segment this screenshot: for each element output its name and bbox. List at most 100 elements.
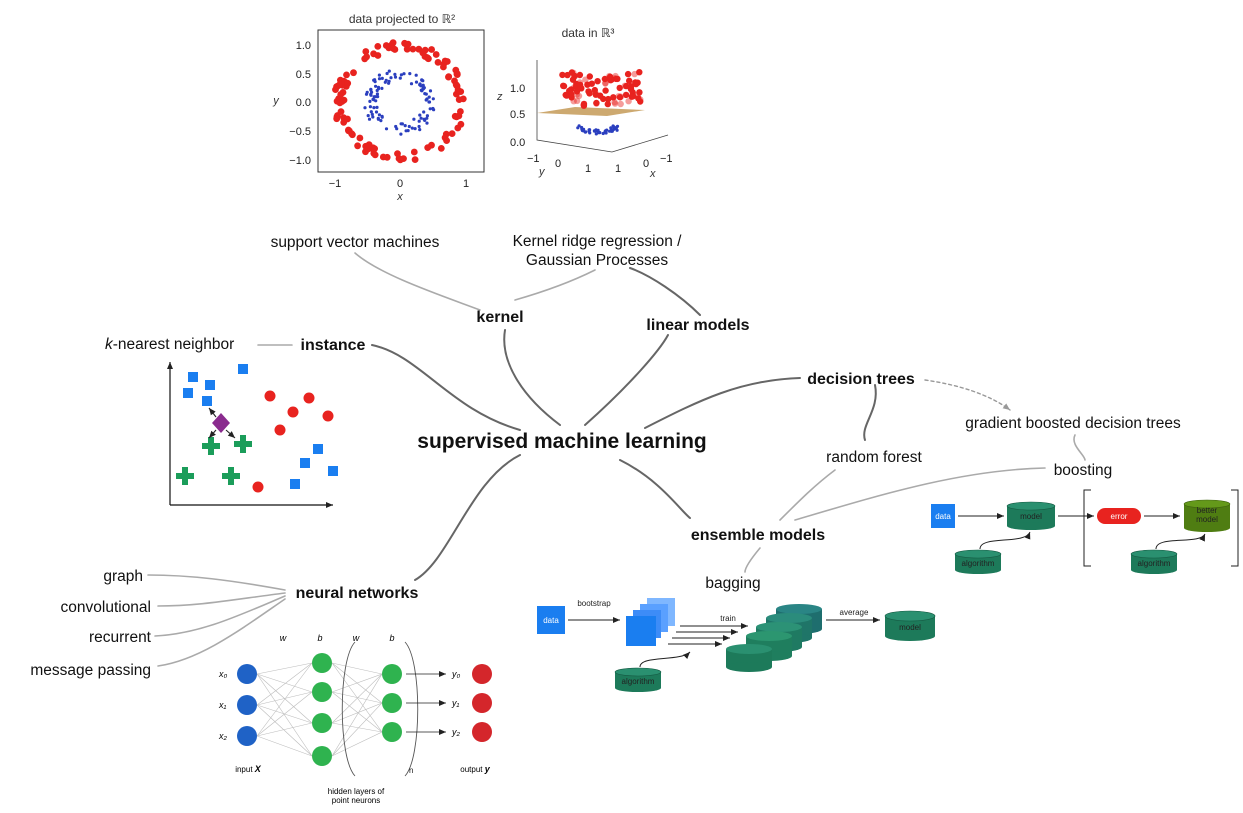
red-point: [383, 153, 391, 161]
leaf-bagging: bagging: [705, 575, 760, 592]
blue-point: [422, 110, 426, 114]
red-point: [337, 108, 345, 115]
leaf-boosting: boosting: [1054, 462, 1113, 479]
red-circle: [303, 392, 315, 404]
blue-point: [369, 110, 373, 114]
red-point: [602, 87, 609, 94]
blue-square: [205, 380, 215, 390]
red-point: [611, 75, 618, 82]
boost-bracket-right: [1231, 489, 1239, 567]
knn-query-point: [212, 413, 230, 433]
nn-edge: [331, 702, 383, 724]
red-point: [601, 75, 609, 83]
blue-point: [418, 113, 422, 117]
blue-point: [403, 124, 407, 128]
ytick: −1.0: [289, 155, 311, 167]
knn-green-plus: [176, 435, 252, 485]
blue-point: [370, 112, 374, 116]
red-point: [604, 100, 611, 108]
hidden-neuron: [382, 693, 402, 713]
red-point: [624, 70, 632, 78]
plot3d-zlabel: z: [496, 91, 503, 103]
hidden-neuron: [382, 664, 402, 684]
blue-point: [414, 73, 418, 77]
red-point: [576, 71, 584, 79]
blue-square: [300, 458, 310, 468]
red-point: [593, 99, 600, 107]
blue-point: [428, 89, 433, 93]
hidden-neuron: [312, 713, 332, 733]
blue-point: [398, 76, 402, 80]
connector-ensemble-rf: [779, 469, 836, 521]
btick: −1: [660, 153, 673, 165]
red-point: [636, 89, 643, 96]
red-point: [626, 77, 633, 85]
nn-w2: w: [353, 633, 360, 643]
connector-nn-conv: [157, 592, 286, 607]
ytick: 1.0: [296, 40, 311, 52]
blue-point: [374, 99, 378, 103]
red-point: [333, 115, 341, 123]
nn-edge: [256, 691, 313, 706]
blue-point: [363, 106, 367, 110]
bag-bootstrap-label: bootstrap: [577, 599, 611, 608]
blue-point: [384, 78, 388, 82]
red-point: [448, 130, 456, 138]
connector-nn-graph: [147, 574, 286, 591]
boost-better-model-cylinder: better model: [1183, 499, 1231, 532]
nn-edge: [331, 731, 383, 757]
nn-edge: [256, 662, 313, 675]
bag-algorithm-label: algorithm: [622, 677, 655, 686]
red-point: [424, 144, 432, 152]
blue-square: [202, 396, 212, 406]
blue-point: [380, 114, 384, 118]
red-point: [602, 79, 609, 87]
blue-point: [408, 72, 412, 76]
hidden-neuron: [312, 746, 332, 766]
red-point: [421, 46, 429, 54]
blue-point: [422, 86, 426, 90]
red-circle: [287, 406, 299, 418]
blue-point: [372, 95, 376, 99]
blue-point: [404, 129, 408, 133]
nn-edge: [331, 662, 383, 675]
leaf-knn: k-nearest neighbor: [105, 336, 234, 353]
input-neuron: [237, 695, 257, 715]
blue-point: [407, 124, 411, 129]
red-point: [432, 51, 440, 58]
blue-point: [615, 124, 620, 128]
nn-w1: w: [280, 633, 287, 643]
blue-point: [612, 125, 616, 129]
red-point: [389, 45, 397, 52]
blue-point: [431, 97, 435, 101]
red-point: [363, 53, 370, 61]
blue-point: [369, 87, 373, 91]
boost-data-box: [931, 504, 955, 528]
leaf-convolutional: convolutional: [61, 599, 151, 616]
red-point: [621, 82, 629, 90]
red-point: [434, 59, 442, 66]
red-point: [632, 79, 639, 86]
blue-point: [431, 106, 435, 111]
knn-rest: -nearest neighbor: [113, 336, 235, 353]
red-point: [615, 93, 622, 100]
knn-diagram: [167, 362, 338, 508]
leaf-message-passing: message passing: [30, 662, 151, 679]
red-point: [362, 48, 370, 55]
blue-point: [376, 85, 381, 89]
blue-point: [389, 76, 393, 80]
boost-data-label: data: [935, 512, 951, 521]
red-point: [403, 41, 411, 49]
red-point: [374, 52, 382, 59]
blue-point: [364, 92, 369, 96]
btick: 1: [585, 163, 591, 175]
connector-center-ensemble: [619, 459, 691, 519]
red-point: [617, 93, 625, 100]
nn-y2: y₂: [451, 727, 461, 737]
nn-input-var: X: [254, 764, 262, 774]
connector-ensemble-bagging: [744, 547, 761, 573]
output-neuron: [472, 693, 492, 713]
branch-linear-models: linear models: [646, 317, 749, 334]
branch-neural-networks: neural networks: [296, 585, 419, 602]
btick: 1: [615, 163, 621, 175]
